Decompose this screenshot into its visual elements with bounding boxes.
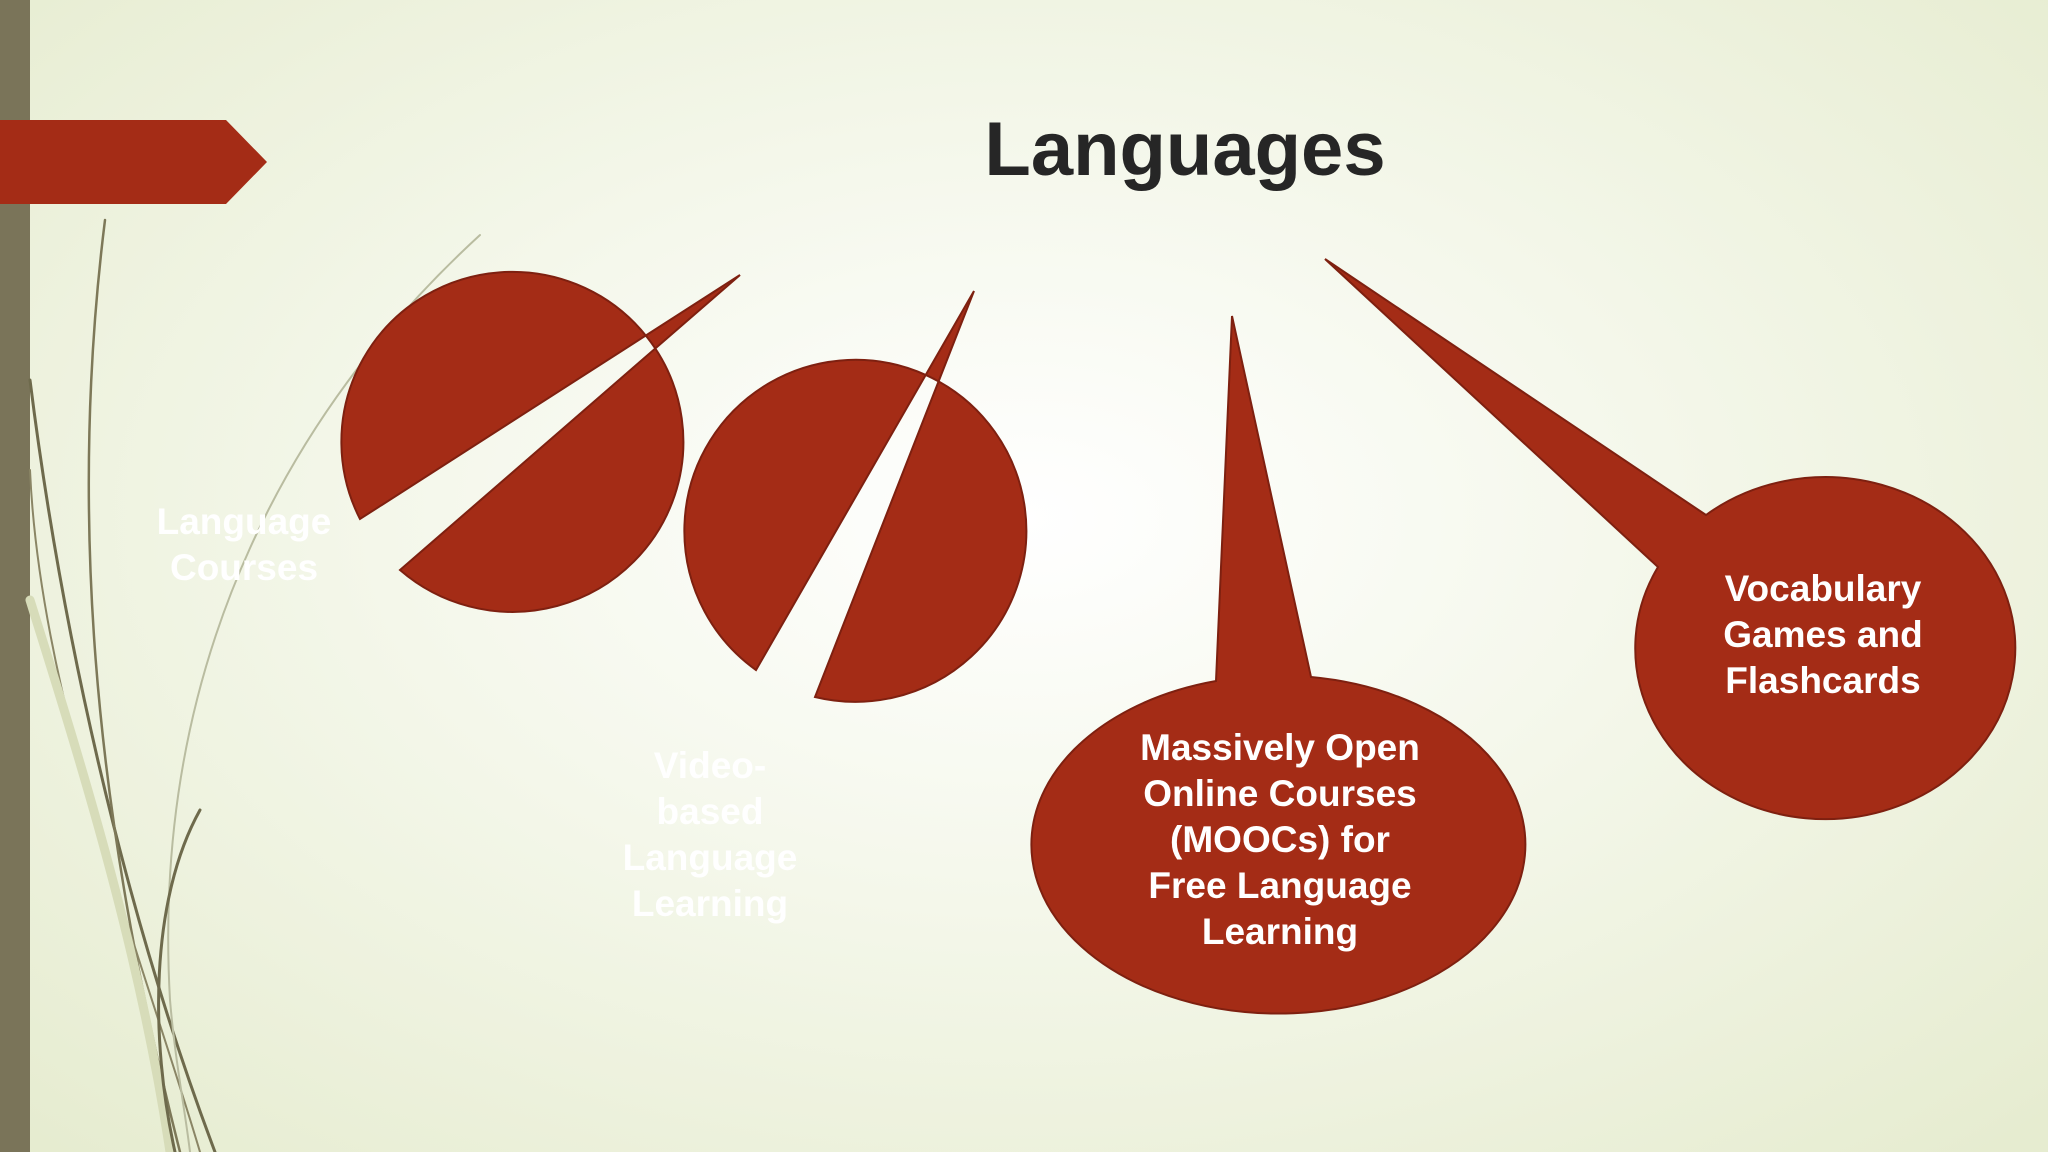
bubble-text-line: based xyxy=(656,791,764,832)
speech-bubble-video-based xyxy=(683,290,1028,703)
bubble-text-line: Language xyxy=(156,501,332,542)
speech-bubble-moocs xyxy=(1030,315,1527,1015)
bubble-text-line: Courses xyxy=(169,547,319,588)
decorative-curve xyxy=(28,378,217,1152)
bubble-text-line: Games and xyxy=(1723,614,1923,655)
bubble-label-video-based: Video- based Language Learning xyxy=(540,700,880,970)
slide-title: Languages xyxy=(984,107,1386,192)
bubble-text-line: Vocabulary xyxy=(1724,568,1922,609)
bubble-text-line: Learning xyxy=(1201,911,1359,952)
speech-bubble-vocabulary xyxy=(1324,258,2017,821)
bubble-label-moocs: Massively Open Online Courses (MOOCs) fo… xyxy=(1050,700,1510,980)
bubble-text-line: Massively Open xyxy=(1140,727,1420,768)
speech-bubble-language-courses xyxy=(340,270,741,613)
decorative-curve xyxy=(157,808,202,1152)
bubble-label-vocabulary: Vocabulary Games and Flashcards xyxy=(1650,560,1996,710)
bubble-text-line: Video- xyxy=(653,745,767,786)
accent-arrow-tab xyxy=(0,120,267,204)
bubble-text-line: Free Language xyxy=(1148,865,1412,906)
bubble-text-line: (MOOCs) for xyxy=(1170,819,1390,860)
decorative-curve xyxy=(25,595,175,1152)
bubble-text-line: Learning xyxy=(631,883,789,924)
bubble-text-line: Language xyxy=(622,837,798,878)
bubble-text-line: Flashcards xyxy=(1725,660,1921,701)
bubble-label-language-courses: Language Courses xyxy=(74,470,414,620)
bubble-text-line: Online Courses xyxy=(1143,773,1417,814)
